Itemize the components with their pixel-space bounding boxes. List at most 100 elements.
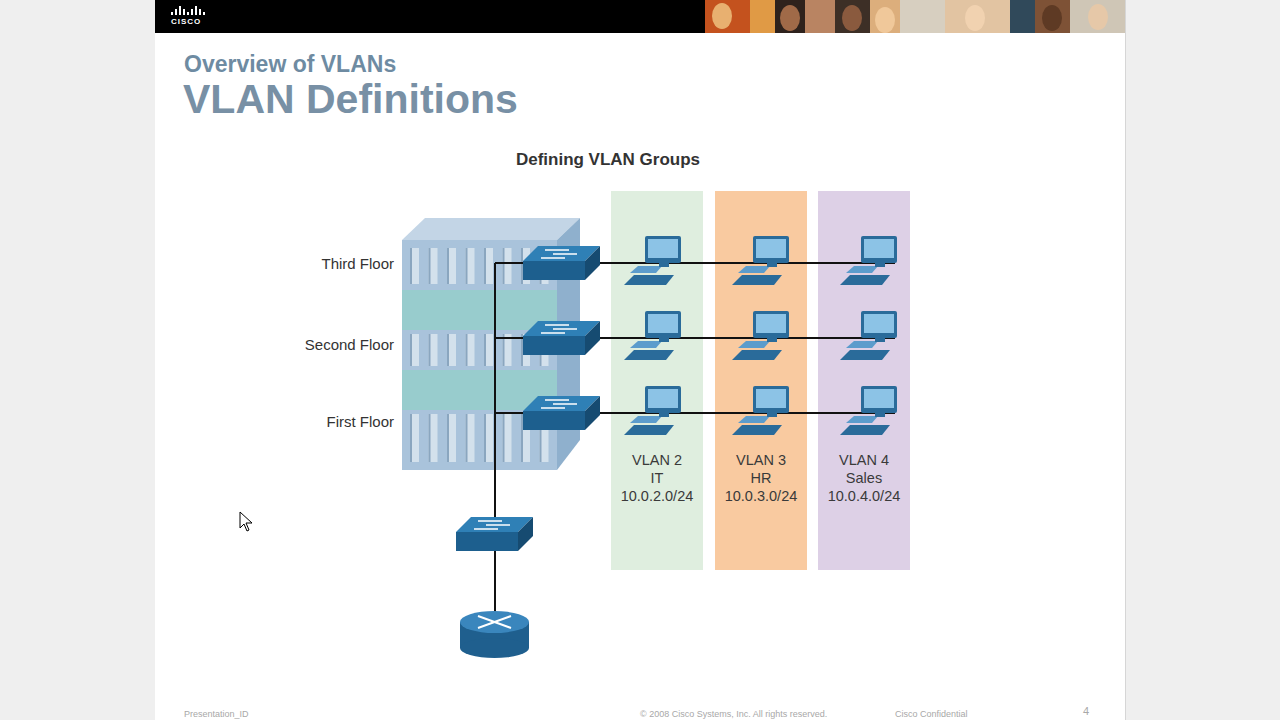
switch-front xyxy=(523,411,585,430)
logo-bar xyxy=(175,9,177,15)
building-window xyxy=(410,334,419,366)
switch-front xyxy=(456,532,518,551)
vlan-id: VLAN 4 xyxy=(818,451,910,469)
photo-face xyxy=(842,5,862,31)
router-top xyxy=(460,611,529,633)
router-icon xyxy=(460,611,529,658)
building-front xyxy=(402,240,557,470)
building-window-edge xyxy=(521,414,523,462)
building-window-edge xyxy=(466,334,468,366)
building-window xyxy=(521,248,530,284)
building-window xyxy=(466,248,475,284)
building-window xyxy=(503,334,512,366)
building-window-edge xyxy=(521,248,523,284)
switch-arrow xyxy=(553,253,577,255)
switch-side xyxy=(585,396,600,430)
logo-bar xyxy=(171,12,173,15)
subnet-address: 10.0.3.0/24 xyxy=(715,487,807,505)
switch-icon xyxy=(456,517,533,551)
switch-arrow xyxy=(553,403,577,405)
building-window xyxy=(429,248,438,284)
vlan-name: HR xyxy=(715,469,807,487)
building-window xyxy=(429,334,438,366)
logo-bar xyxy=(191,9,193,15)
router-arrow xyxy=(478,616,511,628)
photo-face xyxy=(965,5,985,31)
building-floor-band xyxy=(402,370,557,410)
building-window xyxy=(540,414,549,462)
uplink-wire xyxy=(494,545,496,625)
switch-top xyxy=(456,517,533,532)
riser-wire xyxy=(494,263,496,530)
switch-front xyxy=(523,261,585,280)
header-photo xyxy=(750,0,775,33)
switch-side xyxy=(518,517,533,551)
building-window-edge xyxy=(410,334,412,366)
logo-bar xyxy=(187,12,189,15)
subnet-address: 10.0.4.0/24 xyxy=(818,487,910,505)
switch-top xyxy=(523,396,600,411)
header-photo xyxy=(945,0,1010,33)
mouse-cursor xyxy=(240,512,252,531)
building-window-edge xyxy=(447,414,449,462)
header-photo xyxy=(805,0,835,33)
subnet-address: 10.0.2.0/24 xyxy=(611,487,703,505)
switch-arrow xyxy=(541,257,565,259)
vlan-id: VLAN 2 xyxy=(611,451,703,469)
diagram-title: Defining VLAN Groups xyxy=(458,150,758,170)
switch-arrow xyxy=(474,528,498,530)
building-window-edge xyxy=(540,248,542,284)
logo-bar xyxy=(179,6,181,15)
router-body xyxy=(460,622,529,648)
building-window-edge xyxy=(429,334,431,366)
building-window xyxy=(540,334,549,366)
floor-label: First Floor xyxy=(254,413,394,431)
building-window-edge xyxy=(447,334,449,366)
logo-bar xyxy=(199,9,201,15)
header-photo xyxy=(1035,0,1070,33)
switch-icon xyxy=(523,396,600,430)
switch-side xyxy=(585,246,600,280)
footer-text: © 2008 Cisco Systems, Inc. All rights re… xyxy=(640,709,827,720)
building-window-edge xyxy=(521,334,523,366)
building-window xyxy=(484,248,493,284)
switch-arrow xyxy=(545,249,569,251)
switch-arrow xyxy=(478,520,502,522)
switch-arrow xyxy=(545,399,569,401)
switch-arrow xyxy=(486,524,510,526)
page-number: 4 xyxy=(1083,705,1089,718)
header-photo xyxy=(1070,0,1125,33)
header-photo xyxy=(1010,0,1035,33)
switch-front xyxy=(523,336,585,355)
header-bar xyxy=(155,0,1125,33)
header-photo xyxy=(775,0,805,33)
slide-title: VLAN Definitions xyxy=(183,76,518,122)
switch-top xyxy=(523,246,600,261)
footer-text: Presentation_ID xyxy=(184,709,249,720)
building-window-edge xyxy=(410,414,412,462)
logo-bar xyxy=(183,9,185,15)
photo-face xyxy=(1088,4,1108,30)
building-window xyxy=(484,334,493,366)
building-window-edge xyxy=(484,414,486,462)
slide-kicker: Overview of VLANs xyxy=(184,50,396,78)
building-roof xyxy=(402,218,580,240)
photo-face xyxy=(712,3,732,29)
building-window xyxy=(447,414,456,462)
header-photo xyxy=(870,0,900,33)
switch-arrow xyxy=(553,328,577,330)
vlan-name: IT xyxy=(611,469,703,487)
building-window-edge xyxy=(466,414,468,462)
building-window-edge xyxy=(540,414,542,462)
vlan-name: Sales xyxy=(818,469,910,487)
photo-face xyxy=(1042,5,1062,31)
building-window xyxy=(484,414,493,462)
floor-label: Second Floor xyxy=(254,336,394,354)
router-bottom xyxy=(460,638,529,658)
vlan-id: VLAN 3 xyxy=(715,451,807,469)
photo-face xyxy=(875,7,895,33)
logo-bar xyxy=(195,6,197,15)
building-window xyxy=(447,334,456,366)
building-window-edge xyxy=(503,414,505,462)
